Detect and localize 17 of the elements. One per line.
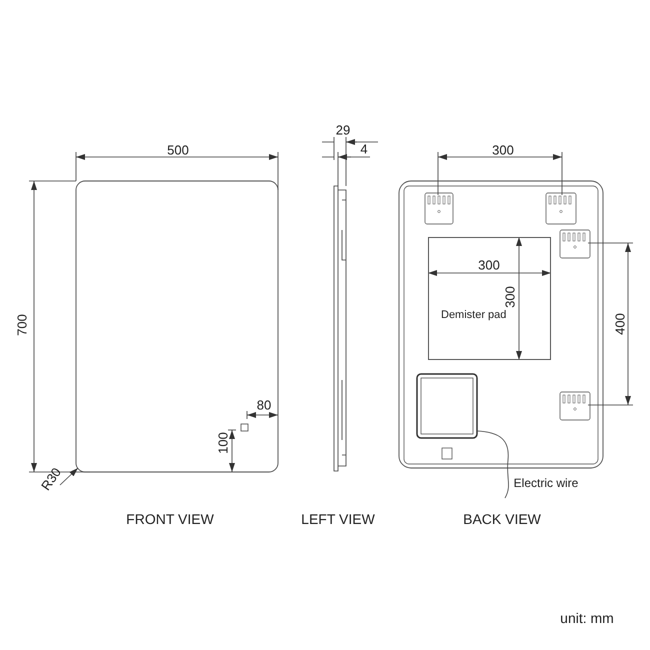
dimension-label: 300 [504, 286, 516, 308]
dimension-label: 29 [336, 124, 350, 136]
view-title: LEFT VIEW [301, 512, 375, 526]
dimension-label: 400 [614, 313, 626, 335]
dimension-label: 500 [167, 144, 189, 156]
unit-note: unit: mm [560, 611, 614, 625]
demister-pad [428, 237, 551, 360]
dimension-label: 300 [492, 144, 514, 156]
dimension-label: 4 [360, 142, 368, 156]
dimension-label: 700 [16, 314, 28, 336]
callout-label: Electric wire [514, 477, 578, 489]
dimension-label: 100 [216, 432, 230, 454]
pad-label: Demister pad [441, 310, 506, 321]
dimension-label: 300 [478, 258, 500, 272]
dimension-label: 80 [256, 398, 272, 412]
view-title: BACK VIEW [463, 512, 541, 526]
view-title: FRONT VIEW [126, 512, 214, 526]
